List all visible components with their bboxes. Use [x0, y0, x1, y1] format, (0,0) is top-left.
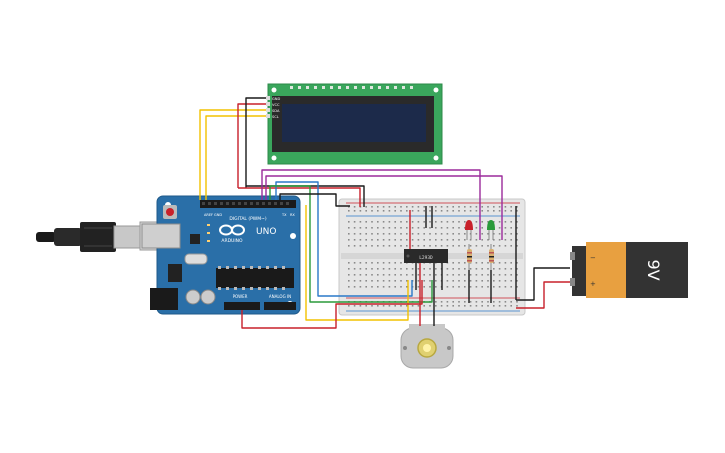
resistor[interactable] — [489, 244, 494, 270]
red-led[interactable] — [465, 220, 473, 240]
lcd-pin-vcc: VCC — [272, 103, 280, 107]
dc-motor[interactable] — [400, 324, 454, 369]
wire-yellow-sda — [199, 109, 266, 200]
digital-label: DIGITAL (PWM~) — [229, 216, 267, 222]
capacitor — [200, 289, 216, 305]
wire-battery-negative — [516, 267, 570, 301]
arduino-logo: ARDUINO — [219, 224, 245, 244]
l293d-ic[interactable]: L293D — [404, 249, 448, 263]
crystal — [184, 253, 208, 265]
power-jack — [150, 288, 178, 310]
wire-blue — [275, 181, 413, 297]
capacitor — [185, 289, 201, 305]
analog-label: ANALOG IN — [269, 294, 291, 299]
resistor[interactable] — [467, 244, 472, 270]
lcd-i2c-pins: GND VCC SDA SCL — [266, 96, 280, 119]
wire-black-gnd — [245, 97, 266, 188]
battery-9v[interactable]: − + 9V — [570, 242, 688, 298]
icsp-header — [190, 234, 200, 244]
green-led[interactable] — [487, 220, 495, 240]
uno-brand-label: UNO — [256, 227, 276, 237]
mounting-hole — [290, 233, 296, 239]
power-label: POWER — [233, 294, 248, 299]
svg-text:ARDUINO: ARDUINO — [221, 238, 243, 244]
analog-header — [264, 302, 296, 310]
arduino-uno-board[interactable]: DIGITAL (PWM~) AREF GND TX RX ARDUINO UN… — [141, 195, 301, 315]
gnd-label: GND — [214, 213, 222, 217]
ic-label: L293D — [419, 255, 433, 261]
battery-voltage-label: 9V — [644, 259, 663, 280]
wire-purple-led-red — [261, 169, 481, 240]
lcd-pin-scl: SCL — [272, 115, 279, 119]
power-header — [224, 302, 260, 310]
wire-red-bottom — [241, 280, 423, 329]
lcd-pin-sda: SDA — [272, 109, 280, 113]
wire-black-board — [279, 193, 350, 207]
tx-label: TX — [281, 213, 287, 217]
atmega-chip — [216, 268, 294, 288]
lcd-screen — [282, 104, 426, 142]
wire-battery-positive — [516, 281, 570, 309]
wire-red-vcc — [237, 103, 266, 188]
wires — [199, 97, 570, 329]
wire-red-5v — [238, 187, 361, 207]
wire-purple-led-green — [265, 175, 503, 240]
lcd-pin-gnd: GND — [272, 97, 280, 101]
battery-minus-label: − — [590, 254, 596, 262]
wire-green — [269, 185, 433, 303]
aref-label: AREF — [204, 213, 213, 217]
voltage-regulator — [168, 264, 182, 282]
lcd-top-pins — [290, 86, 413, 89]
lcd-display[interactable]: GND VCC SDA SCL — [266, 83, 443, 165]
battery-plus-label: + — [590, 280, 596, 288]
digital-header — [200, 200, 296, 208]
usb-jack — [141, 223, 181, 249]
rx-label: RX — [290, 213, 295, 217]
wire-yellow-bottom — [305, 205, 409, 321]
